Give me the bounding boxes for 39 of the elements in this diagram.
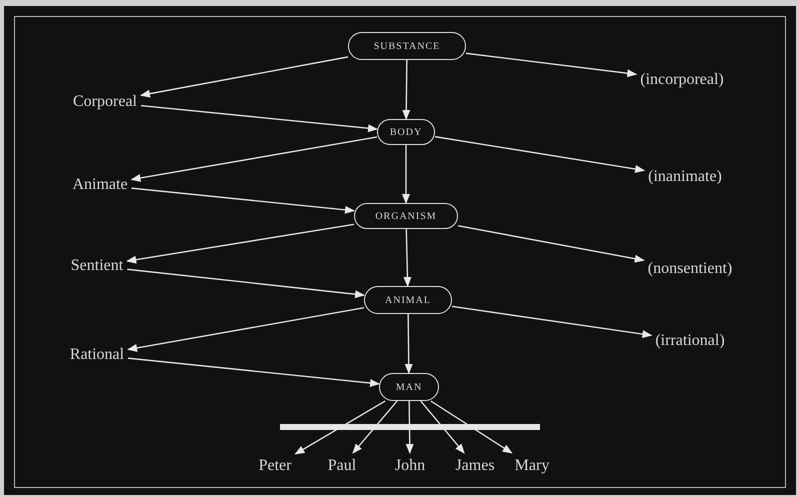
arrow: [140, 56, 348, 98]
arrow: [128, 358, 380, 387]
category-pill: BODY: [377, 119, 435, 145]
arrow: [352, 400, 398, 454]
term-label: Mary: [514, 457, 550, 475]
arrow: [131, 188, 355, 214]
arrow: [404, 314, 413, 374]
term-label: Paul: [328, 457, 356, 475]
arrow: [402, 145, 410, 204]
category-pill: ANIMAL: [364, 286, 452, 314]
term-label: Sentient: [70, 257, 124, 275]
arrow: [294, 400, 386, 454]
arrow: [452, 306, 652, 338]
category-pill: ORGANISM: [354, 203, 458, 229]
category-pill: SUBSTANCE: [348, 32, 466, 60]
term-label: (nonsentient): [648, 260, 732, 278]
arrow: [434, 136, 646, 173]
arrow: [140, 104, 378, 132]
arrow: [127, 268, 365, 298]
arrow: [458, 225, 645, 263]
arrow: [430, 400, 513, 454]
arrow: [402, 60, 410, 120]
term-label: (irrational): [655, 332, 725, 350]
arrow: [406, 401, 414, 454]
arrow: [420, 400, 465, 454]
term-label: Animate: [72, 176, 128, 194]
arrow: [126, 224, 354, 264]
term-label: Peter: [258, 457, 292, 475]
term-label: Corporeal: [73, 93, 137, 111]
term-label: James: [455, 457, 495, 475]
arrow: [127, 307, 364, 352]
term-label: (incorporeal): [640, 71, 724, 89]
term-label: John: [394, 457, 426, 475]
arrow: [130, 136, 378, 182]
term-label: (inanimate): [648, 168, 722, 186]
term-label: Rational: [70, 346, 124, 364]
arrow: [466, 52, 638, 78]
category-pill: MAN: [379, 373, 439, 401]
arrow: [403, 228, 412, 287]
